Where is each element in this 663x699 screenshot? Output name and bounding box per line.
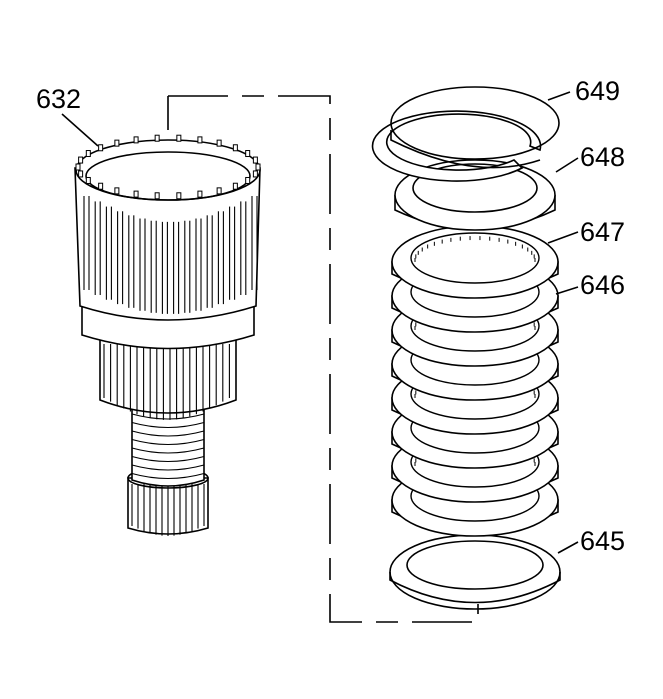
callout-labels: 632 649 648 647 646 645	[36, 76, 625, 556]
housing-drum	[74, 134, 261, 321]
callout-648: 648	[580, 142, 625, 172]
callout-645: 645	[580, 526, 625, 556]
leader-649	[547, 91, 571, 101]
leader-646	[555, 286, 579, 295]
housing-hub	[99, 339, 237, 420]
leader-lines	[61, 91, 579, 554]
callout-649: 649	[575, 76, 620, 106]
leader-647	[547, 231, 579, 244]
output-shaft	[127, 467, 209, 536]
callout-632: 632	[36, 84, 81, 114]
shaft-neck	[131, 407, 205, 487]
clutch-housing-632	[74, 134, 261, 536]
clutch-plates-646	[391, 225, 559, 537]
backing-plate-645	[389, 534, 561, 610]
leader-632	[61, 113, 99, 147]
leader-645	[557, 541, 579, 554]
assembly-bracket	[167, 95, 479, 623]
leader-648	[555, 157, 579, 173]
clutch-pack-stack	[371, 86, 561, 610]
callout-646: 646	[580, 270, 625, 300]
snap-ring-649	[371, 86, 560, 182]
clutch-plate	[391, 225, 559, 299]
callout-647: 647	[580, 217, 625, 247]
